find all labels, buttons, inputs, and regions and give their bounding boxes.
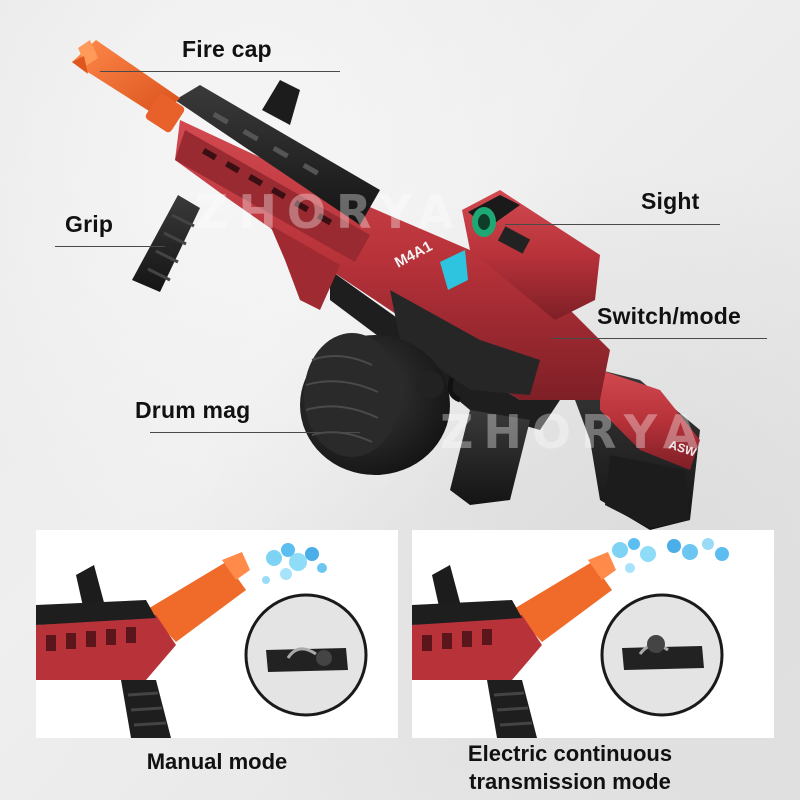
water-beads [262,543,327,584]
leader-switch-mode [552,338,767,339]
gun-main-image: ASW [72,40,700,530]
watermark-middle: ZHORYA [440,405,709,459]
water-beads [612,538,729,573]
manual-mode-image [36,543,368,738]
fire-cap-part [72,40,185,133]
leader-sight [505,224,720,225]
panel-electric-mode [412,530,774,738]
leader-grip [55,246,165,247]
electric-mode-image [412,538,729,738]
label-switch-mode: Switch/mode [597,303,742,329]
sight-part [462,190,600,320]
handguard [175,85,380,262]
label-sight: Sight [641,188,700,214]
panel-manual-mode [36,530,398,738]
leader-drum-mag [150,432,360,433]
caption-electric-mode-line1: Electric continuous [467,741,673,766]
vertical-grip [132,195,200,292]
angled-foregrip [270,225,340,310]
label-drum-mag: Drum mag [135,397,251,423]
label-grip: Grip [65,211,114,237]
leader-fire-cap [100,71,340,72]
pistol-grip [450,410,530,505]
stock: ASW [560,360,700,530]
caption-electric-mode-line2: transmission mode [469,769,671,794]
trigger [447,377,462,403]
accent-light [440,250,468,290]
front-sight-post [262,80,300,125]
watermark-top: ZHORYA [195,185,464,239]
label-fire-cap: Fire cap [182,36,272,62]
drum-mag-part [300,333,450,475]
caption-manual-mode: Manual mode [146,749,288,774]
